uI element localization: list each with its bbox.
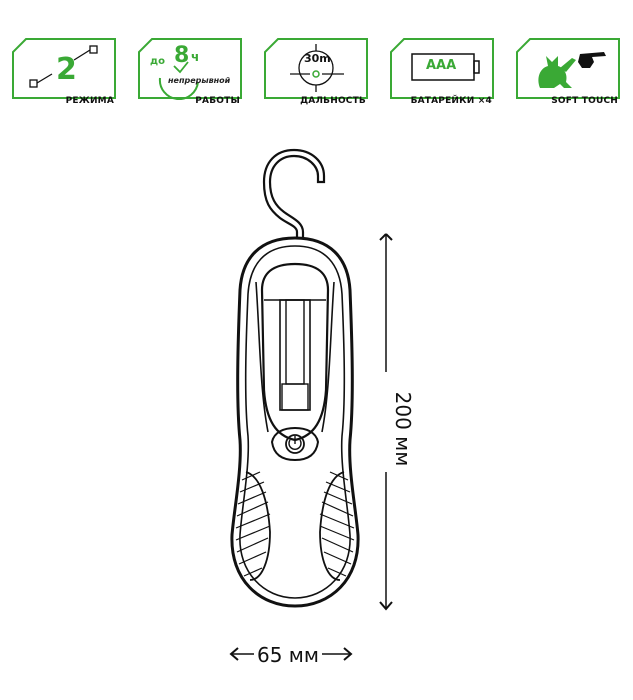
badge-frame xyxy=(390,38,494,99)
runtime-unit: ч xyxy=(191,50,200,64)
modes-number: 2 xyxy=(56,52,77,87)
badge-frame xyxy=(516,38,620,99)
batteries-caption: БАТАРЕЙКИ ×4 xyxy=(410,96,492,106)
clock-icon xyxy=(158,61,199,100)
runtime-sub: непрерывной xyxy=(168,76,231,85)
hook-icon xyxy=(262,148,326,238)
feature-badge-batteries: AAA БАТАРЕЙКИ ×4 xyxy=(390,38,494,106)
runtime-caption: РАБОТЫ xyxy=(195,96,240,106)
crosshair-icon xyxy=(290,44,344,92)
badge-frame xyxy=(138,38,242,99)
range-distance: 30m xyxy=(304,52,331,65)
cat-paw-icon xyxy=(538,56,576,88)
feature-badge-soft-touch: SOFT TOUCH xyxy=(516,38,620,106)
work-lamp-drawing xyxy=(230,148,360,608)
badge-frame xyxy=(12,38,116,99)
badge-frame xyxy=(264,38,368,99)
battery-type: AAA xyxy=(426,58,457,73)
soft-touch-caption: SOFT TOUCH xyxy=(551,96,618,106)
width-dimension-label: 65 мм xyxy=(254,643,322,667)
feature-badge-modes: 2 РЕЖИМА xyxy=(12,38,116,106)
runtime-prefix: до xyxy=(150,56,165,67)
battery-icon xyxy=(411,53,480,81)
feature-badge-runtime: до 8 ч непрерывной РАБОТЫ xyxy=(138,38,242,106)
height-dimension-line xyxy=(379,233,393,611)
mode-switch-icon xyxy=(29,45,98,88)
power-icon xyxy=(270,426,320,462)
height-value: 200 мм xyxy=(391,391,415,467)
pointing-hand-icon xyxy=(578,52,606,68)
modes-caption: РЕЖИМА xyxy=(65,96,114,106)
feature-badge-range: 30m ДАЛЬНОСТЬ xyxy=(264,38,368,106)
range-caption: ДАЛЬНОСТЬ xyxy=(300,96,366,106)
runtime-hours: 8 xyxy=(174,43,190,68)
